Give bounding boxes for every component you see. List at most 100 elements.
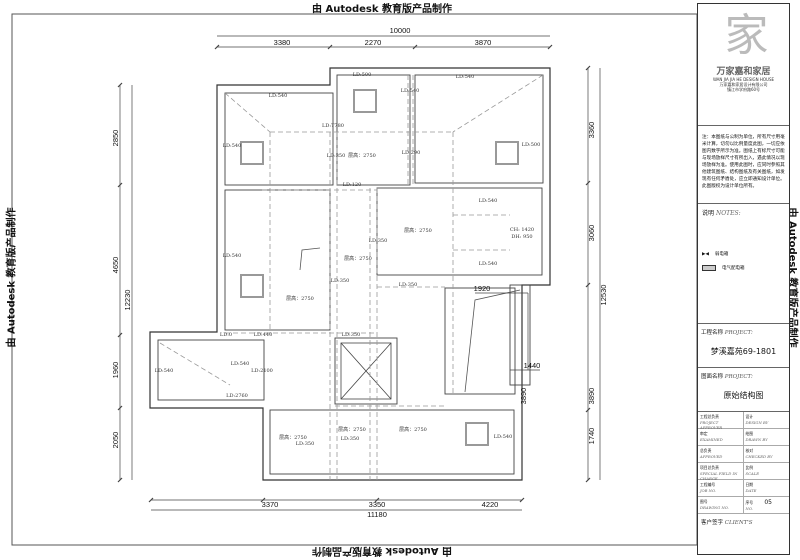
beam-label: LD:540 bbox=[231, 361, 250, 367]
field-label: 设计 bbox=[745, 414, 754, 419]
beam-lines bbox=[159, 74, 544, 480]
distribution-box-icon bbox=[702, 265, 716, 271]
legend-distribution: 电气配电箱 bbox=[722, 266, 745, 271]
field-label-en: PROJECT APPROVER bbox=[700, 420, 723, 430]
ceiling-height-label: 层高：2750 bbox=[404, 227, 432, 234]
field-label: 核对 bbox=[745, 448, 754, 453]
field-label: 绘图 bbox=[745, 431, 754, 436]
watermark-top: 由 Autodesk 教育版产品制作 bbox=[312, 4, 453, 15]
field-value: 05 bbox=[764, 499, 772, 506]
field-label-en: EXAMINED bbox=[700, 437, 723, 442]
dim-right: 1740 bbox=[587, 428, 596, 445]
project-label: 工程名称 bbox=[701, 330, 724, 336]
beam-label: LD:350 bbox=[342, 332, 361, 338]
ceiling-height-label: 层高：2750 bbox=[279, 434, 307, 441]
dim-right: 3360 bbox=[587, 122, 596, 139]
project-label-en: PROJECT: bbox=[724, 330, 753, 336]
notes-label: 说明 bbox=[702, 210, 715, 217]
dim-right: 3060 bbox=[587, 225, 596, 242]
ceiling-height-label: 层高：2750 bbox=[344, 255, 372, 262]
project-section: 工程名称 PROJECT: 梦溪嘉苑69-1801 bbox=[698, 324, 789, 368]
beam-label: LD:440 bbox=[254, 332, 273, 338]
ceiling-height-label: 层高：2750 bbox=[286, 295, 314, 302]
beam-label: LD:350 bbox=[369, 238, 388, 244]
beam-label: LD:2100 bbox=[251, 368, 273, 374]
field-label-en: CHECKED BY bbox=[745, 454, 773, 459]
dim-left: 1960 bbox=[111, 362, 120, 379]
dim-left: 2050 bbox=[111, 432, 120, 449]
field-label: 工程总负责 bbox=[700, 414, 719, 419]
drawing-label: 图面名称 bbox=[701, 374, 724, 380]
ceiling-height-label: 层高：2750 bbox=[348, 152, 376, 159]
client-section: 客户签字 CLIENT'S bbox=[698, 514, 789, 530]
dim-right-total: 12530 bbox=[599, 285, 608, 306]
beam-label: LD:500 bbox=[522, 142, 541, 148]
logo-mark: 家 bbox=[724, 10, 769, 61]
logo-text: 万家嘉和家居 bbox=[716, 67, 771, 77]
beam-label: LD:350 bbox=[327, 153, 346, 159]
column-markers bbox=[240, 89, 519, 446]
ceiling-height-label: 层高：2750 bbox=[338, 426, 366, 433]
field-label-en: DATE bbox=[745, 488, 757, 493]
dim-top: 2270 bbox=[365, 38, 382, 47]
drawing-name: 原始结构图 bbox=[723, 391, 764, 400]
company-logo: 家 万家嘉和家居 WAN JIA JIA HE DESIGN HOUSE 万家嘉… bbox=[698, 8, 789, 126]
beam-label: LD:350 bbox=[331, 278, 350, 284]
beam-label: LD:540 bbox=[155, 368, 174, 374]
dim-left: 4650 bbox=[111, 257, 120, 274]
dim-bottom: 3350 bbox=[369, 500, 386, 509]
beam-label: LD:350 bbox=[399, 282, 418, 288]
ceiling-height-label: 层高：2750 bbox=[399, 426, 427, 433]
elevator-shaft bbox=[340, 342, 392, 400]
field-label: 项目总负责 bbox=[700, 465, 719, 470]
field-label-en: DRAWN BY bbox=[745, 437, 768, 442]
field-label: 图号 bbox=[700, 499, 708, 504]
dim-bottom: 3370 bbox=[262, 500, 279, 509]
dim-inner: 1440 bbox=[524, 361, 541, 370]
field-label-en: SCALE bbox=[745, 471, 760, 476]
field-label-en: DRAWING NO. bbox=[700, 505, 729, 510]
dim-top: 3380 bbox=[274, 38, 291, 47]
dim-bottom: 4220 bbox=[482, 500, 499, 509]
beam-label: LD:120 bbox=[343, 182, 362, 188]
beam-label: LD:500 bbox=[353, 72, 372, 78]
notes-section: 说明 NOTES: ▶◀弱电箱 电气配电箱 bbox=[698, 204, 789, 324]
beam-label: LD:540 bbox=[456, 74, 475, 80]
field-label: 审定 bbox=[700, 431, 708, 436]
drawing-name-section: 图面名称 PROJECT: 原始结构图 bbox=[698, 368, 789, 412]
beam-label: LD:350 bbox=[296, 441, 315, 447]
field-label: 序号 bbox=[745, 500, 754, 505]
field-label-en: DESIGN BY bbox=[745, 420, 769, 425]
company-address: 镇江市学府路60号 bbox=[726, 87, 761, 92]
field-label-en: APPROVED bbox=[700, 454, 723, 459]
logo-subtitle: WAN JIA JIA HE DESIGN HOUSE bbox=[712, 77, 775, 82]
beam-label: LD:540 bbox=[401, 88, 420, 94]
company-name: 万家嘉和家居设计有限公司 bbox=[719, 82, 768, 87]
window-height-label: DH: 950 bbox=[511, 234, 532, 240]
beam-label: LD:2760 bbox=[226, 393, 248, 399]
field-label: 比例 bbox=[745, 465, 754, 470]
stair-outline bbox=[299, 247, 521, 393]
field-label: 总负责 bbox=[700, 448, 712, 453]
beam-label: LD:T780 bbox=[322, 123, 344, 129]
notes-label-en: NOTES: bbox=[715, 210, 741, 217]
drawing-note: 注：本图纸与公制为单位，所有尺寸用毫米计算，切勿以比例量度此图，一切应依图内数字… bbox=[698, 126, 789, 204]
field-label-en: NO. bbox=[745, 506, 753, 511]
dim-left: 2850 bbox=[111, 130, 120, 147]
field-label: 工程编号 bbox=[700, 482, 716, 487]
client-label-en: CLIENT'S bbox=[724, 520, 753, 526]
dim-top: 3870 bbox=[475, 38, 492, 47]
legend-weak-current: 弱电箱 bbox=[714, 252, 729, 257]
field-label-en: JOB NO. bbox=[700, 488, 717, 493]
